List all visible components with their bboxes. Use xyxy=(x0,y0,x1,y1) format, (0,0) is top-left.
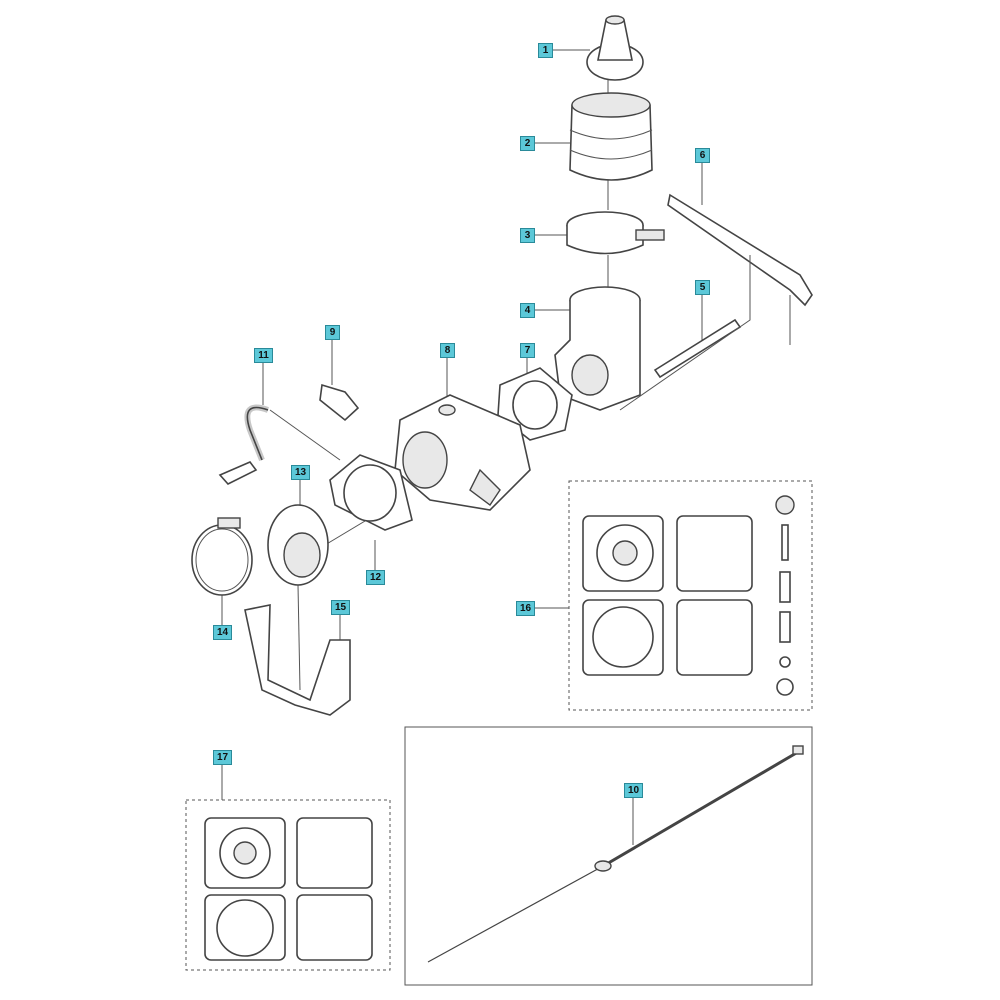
part-14-hose-clamp xyxy=(191,517,253,596)
callout-8[interactable]: 8 xyxy=(440,343,455,358)
callout-2[interactable]: 2 xyxy=(520,136,535,151)
part-9-choke-fitting xyxy=(319,383,360,422)
callout-13[interactable]: 13 xyxy=(291,465,310,480)
part-6-bracket xyxy=(619,193,813,411)
part-15-cover xyxy=(244,604,351,716)
part-10-cable xyxy=(404,726,813,986)
callout-14[interactable]: 14 xyxy=(213,625,232,640)
kit-16-gasket-kit xyxy=(568,480,813,711)
part-13-air-filter xyxy=(267,504,329,586)
part-3-clamp xyxy=(566,211,665,255)
callout-10[interactable]: 10 xyxy=(624,783,643,798)
callout-1[interactable]: 1 xyxy=(538,43,553,58)
part-4-carburetor-adapter xyxy=(554,286,641,411)
callout-5[interactable]: 5 xyxy=(695,280,710,295)
callout-4[interactable]: 4 xyxy=(520,303,535,318)
callout-12[interactable]: 12 xyxy=(366,570,385,585)
callout-7[interactable]: 7 xyxy=(520,343,535,358)
callout-15[interactable]: 15 xyxy=(331,600,350,615)
kit-17-gasket-kit xyxy=(185,799,391,971)
callout-16[interactable]: 16 xyxy=(516,601,535,616)
part-2-intake-boot xyxy=(569,92,653,181)
callout-11[interactable]: 11 xyxy=(254,348,273,363)
part-12-spacer xyxy=(329,454,413,531)
part-5-rod xyxy=(653,318,742,379)
callout-6[interactable]: 6 xyxy=(695,148,710,163)
callout-17[interactable]: 17 xyxy=(213,750,232,765)
part-1-intake-cone xyxy=(586,15,644,81)
callout-9[interactable]: 9 xyxy=(325,325,340,340)
callout-3[interactable]: 3 xyxy=(520,228,535,243)
part-11-fuel-hose xyxy=(218,404,270,485)
